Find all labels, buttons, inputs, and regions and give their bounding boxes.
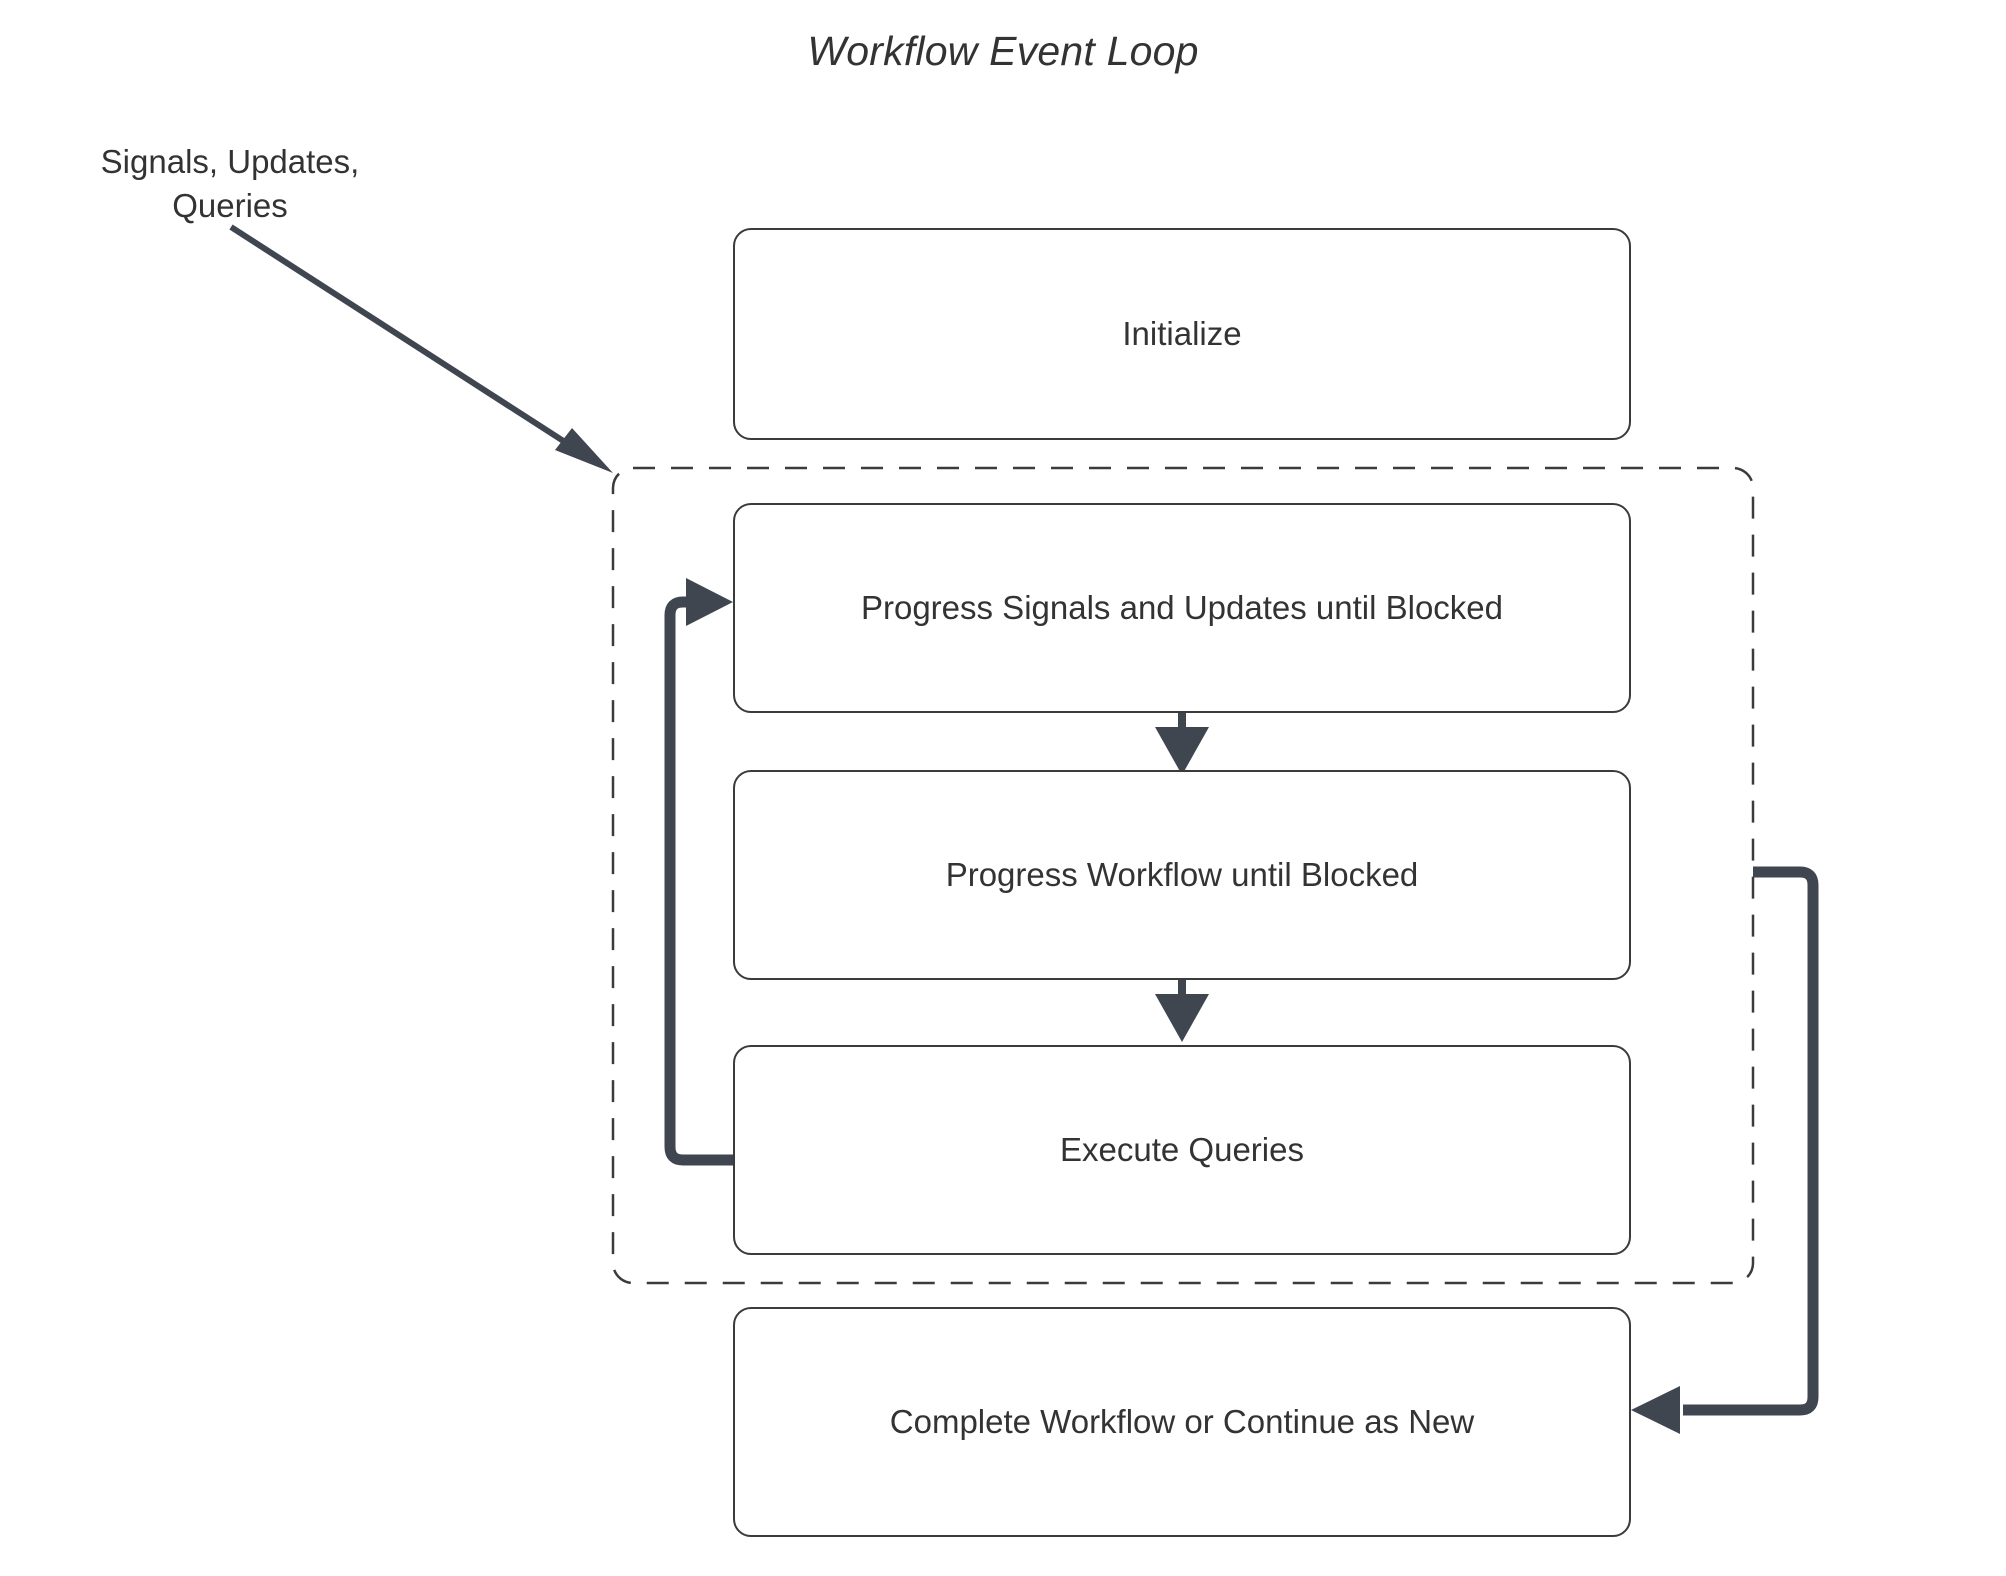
edge-progress-workflow-to-execute-queries	[1155, 980, 1209, 1042]
page-title: Workflow Event Loop	[807, 28, 1199, 74]
external-input-label-line1: Signals, Updates,	[100, 143, 360, 180]
node-complete-workflow-label: Complete Workflow or Continue as New	[889, 1403, 1475, 1440]
node-initialize[interactable]: Initialize	[733, 228, 1631, 440]
node-initialize-label: Initialize	[1122, 315, 1242, 352]
node-progress-workflow-label: Progress Workflow until Blocked	[945, 856, 1419, 893]
external-input-label: Signals, Updates, Queries	[10, 140, 450, 228]
node-progress-signals[interactable]: Progress Signals and Updates until Block…	[733, 503, 1631, 713]
node-complete-workflow[interactable]: Complete Workflow or Continue as New	[733, 1307, 1631, 1537]
edge-signals-to-loop	[229, 224, 613, 473]
external-input-label-line2: Queries	[172, 187, 288, 224]
node-progress-workflow[interactable]: Progress Workflow until Blocked	[733, 770, 1631, 980]
node-progress-signals-label: Progress Signals and Updates until Block…	[860, 589, 1504, 626]
edge-loop-exit-to-complete	[1631, 866, 1819, 1434]
loop-group-container	[611, 466, 1755, 1285]
node-execute-queries[interactable]: Execute Queries	[733, 1045, 1631, 1255]
edge-loop-back	[664, 578, 733, 1166]
edge-progress-signals-to-progress-workflow	[1155, 713, 1209, 775]
node-execute-queries-label: Execute Queries	[1060, 1131, 1304, 1168]
